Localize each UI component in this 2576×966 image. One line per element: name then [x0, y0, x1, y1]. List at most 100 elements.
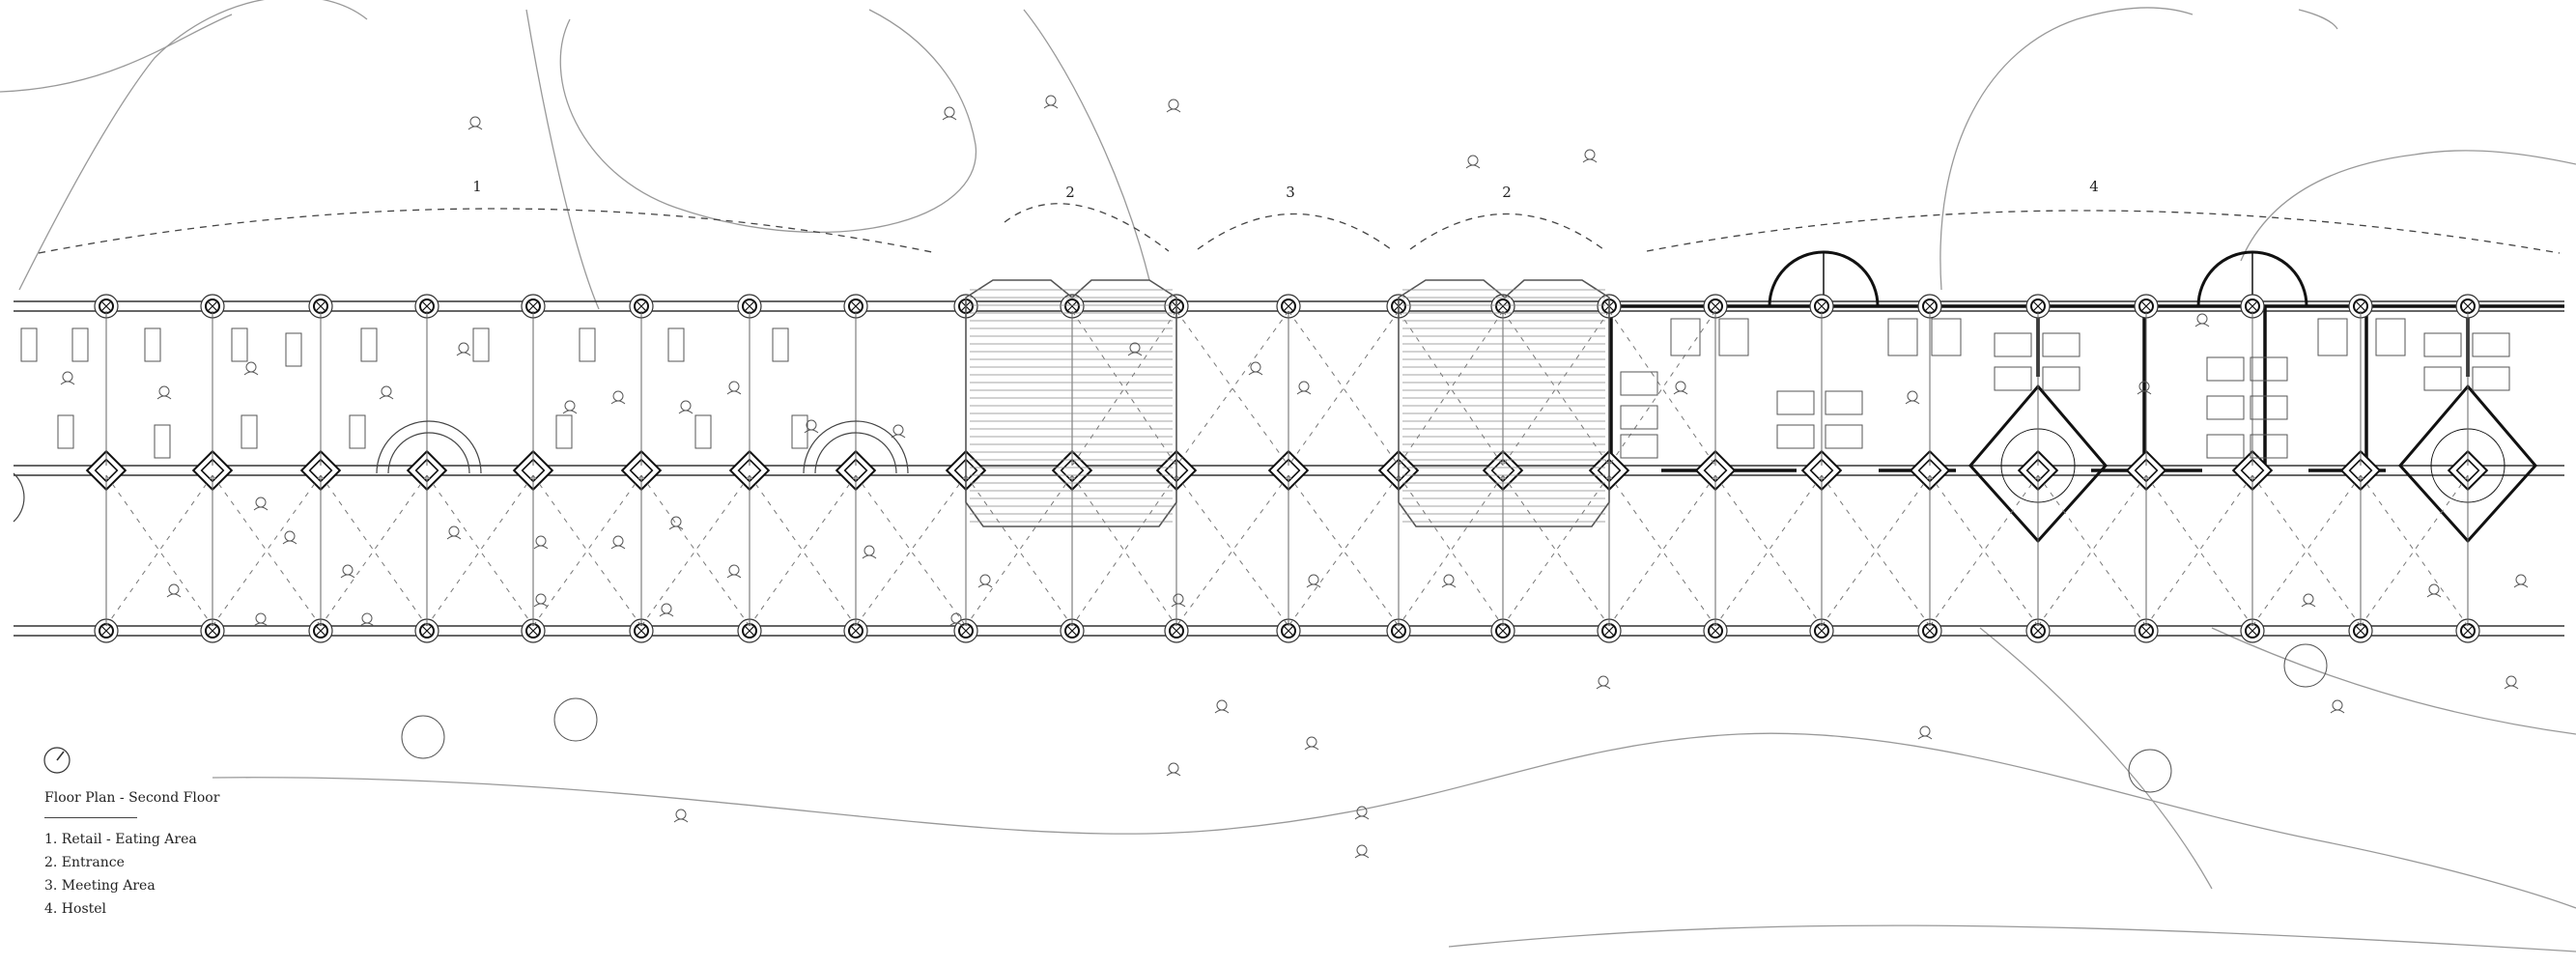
column: [2447, 449, 2489, 492]
diagonal: [1288, 474, 1400, 627]
person-head: [1443, 574, 1455, 585]
column-core: [1917, 458, 1942, 483]
person-figure: [678, 400, 694, 414]
column-base: [2125, 449, 2167, 492]
bed: [2206, 395, 2245, 420]
column-cross: [960, 625, 972, 637]
bed: [2423, 332, 2462, 357]
people-figures: [60, 95, 2529, 859]
column-base: [85, 449, 127, 492]
column-cross: [527, 625, 539, 637]
column-cross: [315, 625, 326, 637]
structural-diagonals: [105, 310, 2469, 627]
person-head: [1919, 725, 1931, 737]
diagonal: [1714, 474, 1823, 627]
column: [2025, 618, 2051, 643]
column-cross: [1283, 625, 1294, 637]
person-shoulders: [610, 400, 626, 405]
person-shoulders: [673, 818, 689, 823]
column: [200, 294, 225, 319]
diagonal: [1288, 474, 1400, 627]
person-head: [1129, 342, 1141, 354]
column-core: [94, 458, 119, 483]
legend-item-retail: 1. Retail - Eating Area: [44, 832, 197, 847]
retail-stairs: [13, 420, 909, 523]
north-arrow-icon: [43, 747, 71, 774]
diagonal: [212, 474, 322, 627]
person-shoulders: [804, 429, 819, 434]
person-head: [2428, 583, 2440, 595]
person-shoulders: [2426, 593, 2442, 598]
person-figure: [60, 371, 75, 385]
diagonal: [1398, 310, 1504, 467]
column: [191, 449, 234, 492]
person-head: [728, 381, 740, 392]
zone-marker-1: 1: [472, 178, 482, 195]
table: [154, 424, 171, 459]
person-figure: [456, 342, 471, 356]
person-figure: [862, 545, 877, 559]
diagonal: [532, 474, 642, 627]
bed: [1776, 424, 1815, 449]
column-base: [191, 449, 234, 492]
person-figure: [942, 106, 957, 121]
zone-marker-2a: 2: [1065, 184, 1075, 201]
bed: [2250, 434, 2288, 459]
person-head: [342, 564, 354, 576]
person-shoulders: [1354, 854, 1370, 859]
column-cross: [421, 625, 433, 637]
column-base: [2447, 449, 2489, 492]
diagonal: [1071, 310, 1177, 467]
diagonal: [1714, 474, 1823, 627]
column: [620, 449, 663, 492]
table: [772, 327, 789, 362]
person-shoulders: [1673, 390, 1688, 395]
bed: [1620, 434, 1658, 459]
column: [2240, 294, 2265, 319]
table: [555, 414, 573, 449]
person-figure: [243, 361, 259, 376]
column-base: [512, 449, 554, 492]
person-shoulders: [610, 545, 626, 550]
person-figure: [673, 809, 689, 823]
person-head: [1467, 155, 1479, 166]
person-figure: [668, 516, 684, 530]
person-figure: [533, 535, 549, 550]
diagonal: [1071, 310, 1177, 467]
column-base: [835, 449, 877, 492]
person-figure: [1905, 390, 1920, 405]
column-core: [953, 458, 978, 483]
person-shoulders: [359, 622, 375, 627]
person-figure: [1214, 699, 1230, 714]
diagonal: [2037, 474, 2147, 627]
column: [512, 449, 554, 492]
person-head: [469, 116, 481, 128]
person-figure: [282, 530, 297, 545]
person-figure: [1127, 342, 1143, 356]
column: [1060, 294, 1085, 319]
person-head: [2515, 574, 2527, 585]
hostel-walls: [1609, 301, 2564, 475]
table: [144, 327, 161, 362]
column-cross: [2462, 300, 2474, 312]
person-shoulders: [2301, 603, 2316, 608]
person-head: [1356, 806, 1368, 817]
bed: [1825, 424, 1863, 449]
person-head: [1173, 593, 1184, 605]
bed: [1825, 390, 1863, 415]
column-cross: [207, 625, 218, 637]
person-figure: [253, 497, 269, 511]
person-shoulders: [533, 603, 549, 608]
person-shoulders: [562, 410, 578, 414]
diagonal: [1608, 474, 1716, 627]
person-head: [680, 400, 692, 412]
person-shoulders: [1166, 772, 1181, 777]
bed: [1994, 366, 2032, 391]
entrance-decks: [965, 279, 1610, 527]
column-cross: [2355, 300, 2366, 312]
table: [231, 327, 248, 362]
person-shoulders: [726, 390, 742, 395]
person-shoulders: [2137, 390, 2152, 395]
legend: Floor Plan - Second Floor 1. Retail - Ea…: [44, 788, 296, 921]
